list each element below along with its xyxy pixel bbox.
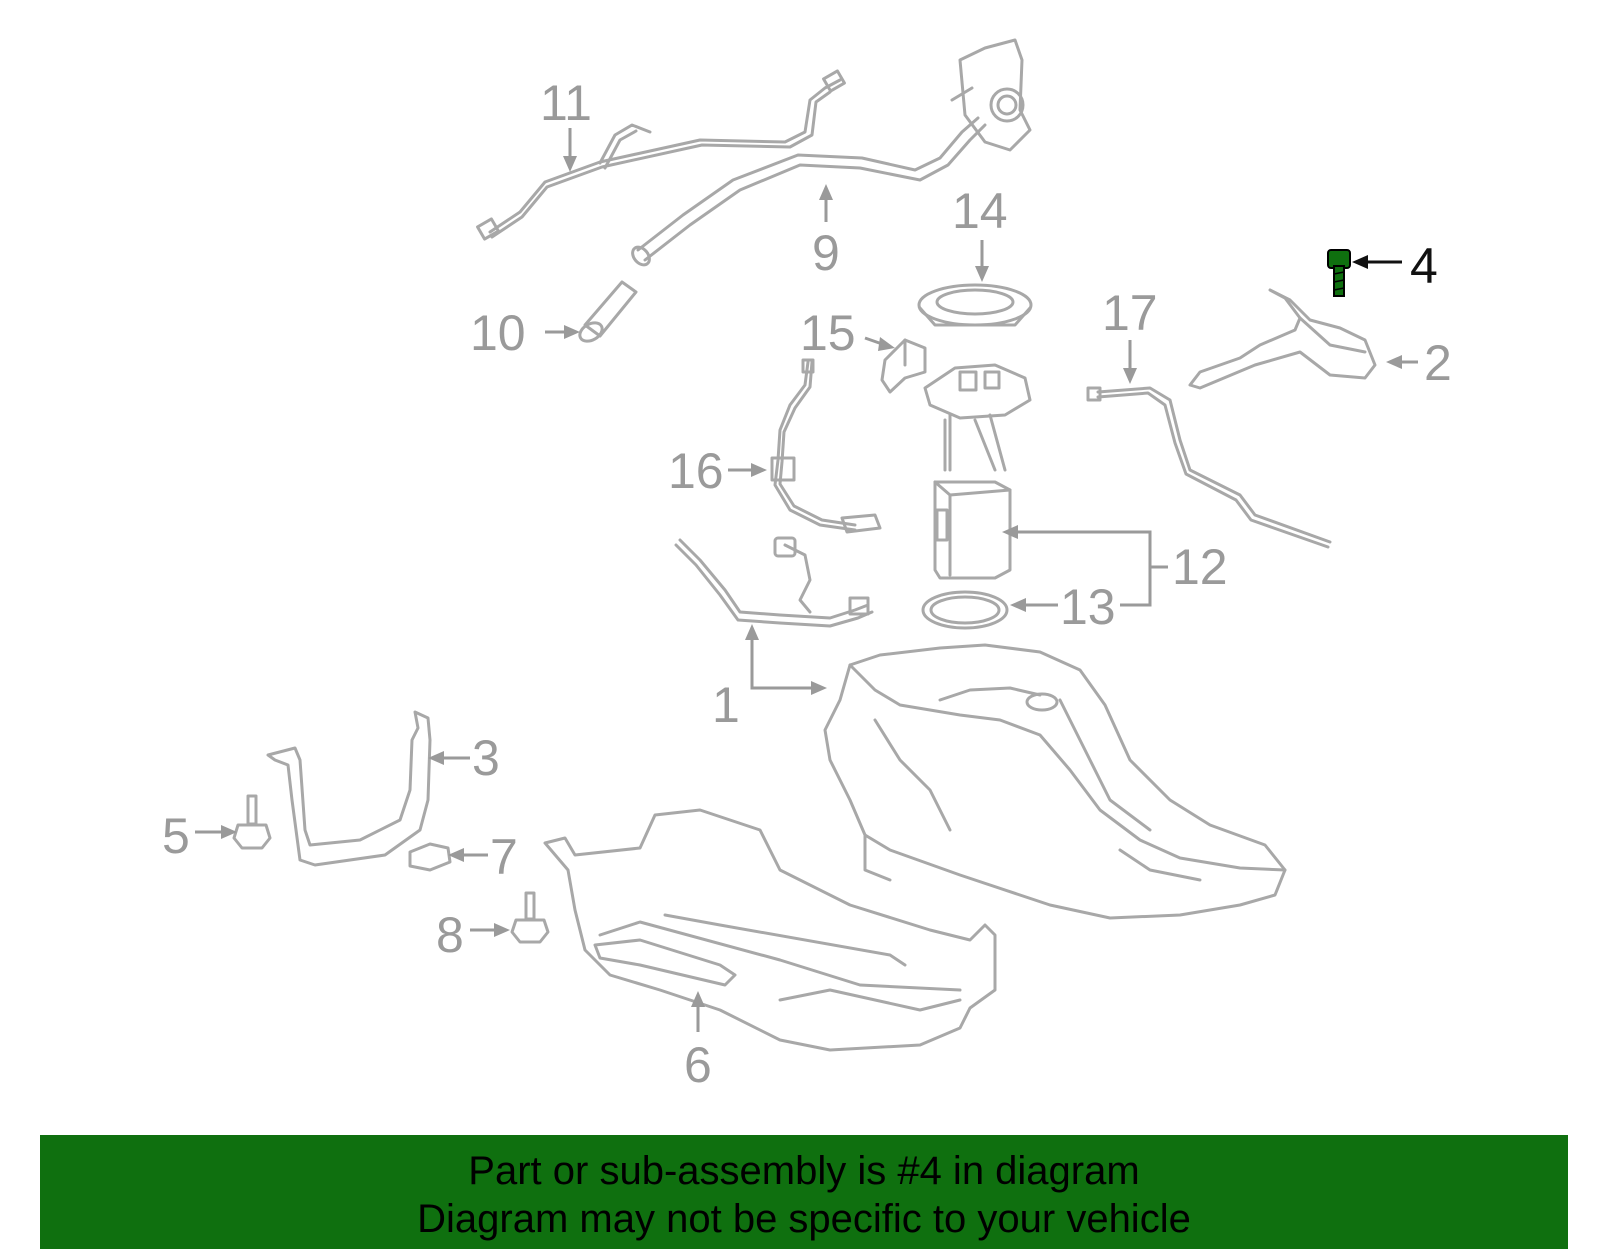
callout-9: 9: [812, 225, 840, 281]
part-10-hose[interactable]: [577, 280, 638, 345]
part-12-fuel-pump-module[interactable]: [923, 363, 1032, 580]
callout-7: 7: [490, 829, 518, 885]
fuel-tank[interactable]: [823, 643, 1287, 920]
callout-2: 2: [1424, 335, 1452, 391]
callout-labels: 11 9 10 14 15 16 12 13 17 2 4 1 3 5 7 8 …: [162, 75, 1452, 1093]
part-15-clip[interactable]: [880, 338, 927, 394]
callout-6: 6: [684, 1037, 712, 1093]
part-9-filler-pipe[interactable]: [629, 38, 1032, 268]
part-14-lock-ring[interactable]: [917, 283, 1033, 327]
part-13-seal[interactable]: [921, 590, 1009, 630]
part-1-vent-line[interactable]: [674, 536, 874, 628]
part-6-tank-shield[interactable]: [543, 808, 997, 1052]
callout-8: 8: [436, 907, 464, 963]
callout-14: 14: [952, 183, 1008, 239]
callout-13: 13: [1060, 579, 1116, 635]
part-17-line[interactable]: [1086, 386, 1332, 549]
part-4-bolt[interactable]: [1327, 249, 1351, 297]
part-11-vapor-line[interactable]: [476, 69, 846, 241]
part-3-strap[interactable]: [266, 710, 432, 867]
callout-5: 5: [162, 808, 190, 864]
callout-3: 3: [472, 730, 500, 786]
info-banner: Part or sub-assembly is #4 in diagram Di…: [40, 1135, 1568, 1249]
banner-line-1: Part or sub-assembly is #4 in diagram: [468, 1149, 1140, 1193]
callout-16: 16: [668, 443, 724, 499]
part-16-sender-harness[interactable]: [770, 358, 882, 534]
callout-15: 15: [800, 305, 856, 361]
part-8-bolt[interactable]: [510, 891, 550, 944]
callout-11: 11: [540, 75, 592, 131]
callout-12: 12: [1172, 539, 1228, 595]
leader-lines: [195, 128, 1418, 1032]
callout-1: 1: [712, 677, 740, 733]
banner-line-2: Diagram may not be specific to your vehi…: [417, 1197, 1191, 1241]
callout-10: 10: [470, 305, 526, 361]
callout-4[interactable]: 4: [1410, 238, 1438, 294]
callout-17: 17: [1102, 285, 1158, 341]
part-5-bolt[interactable]: [232, 794, 272, 850]
part-2-shield[interactable]: [1188, 288, 1377, 390]
part-7-nut[interactable]: [408, 842, 452, 872]
